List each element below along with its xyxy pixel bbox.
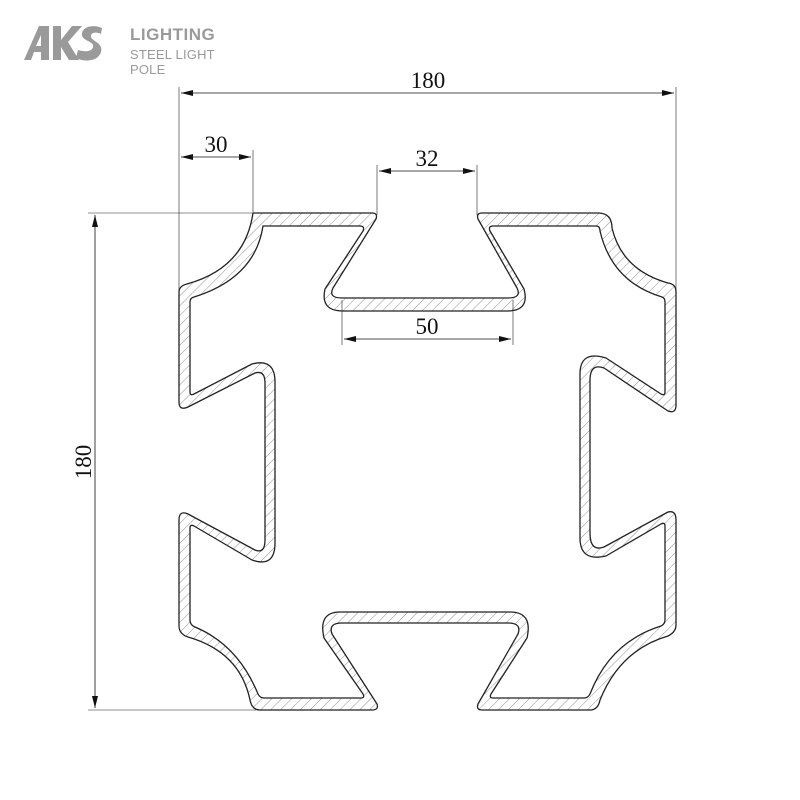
dimension-lines	[92, 90, 674, 708]
extension-lines	[88, 87, 677, 711]
dim-overall-height-label: 180	[71, 445, 96, 480]
dim-corner-width-label: 30	[205, 132, 228, 157]
brand-title: LIGHTING	[130, 25, 216, 44]
profile-wall	[178, 212, 677, 711]
brand-subtitle: STEEL LIGHT POLE	[130, 47, 215, 77]
brand-logo: LIGHTING STEEL LIGHT POLE	[22, 22, 252, 77]
dim-overall-width-label: 180	[411, 68, 446, 93]
aks-logo-icon	[24, 26, 102, 61]
dim-slot-bottom-width-label: 50	[416, 314, 439, 339]
dim-slot-top-width-label: 32	[416, 146, 439, 171]
